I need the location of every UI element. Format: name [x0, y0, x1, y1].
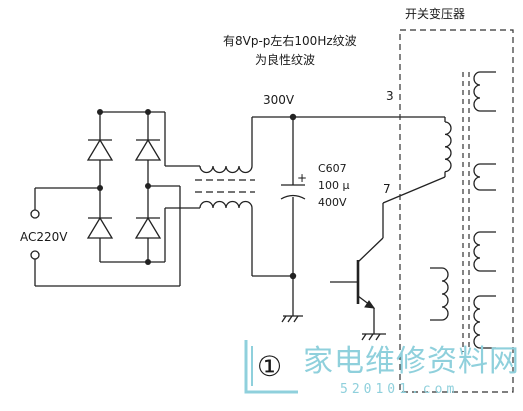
ac-terminal-upper: [30, 209, 40, 219]
secondary-winding-1: [473, 71, 496, 112]
ac-terminal-lower: [30, 250, 40, 260]
secondary-winding-4: [473, 295, 496, 349]
capacitor-ref-label: C607: [318, 162, 347, 175]
pin-3-label: 3: [386, 89, 394, 103]
capacitor-value-label: 100 µ: [318, 179, 350, 192]
junction-dot: [97, 109, 103, 115]
primary-winding: [444, 121, 452, 173]
transformer-box: [399, 29, 514, 393]
ripple-note-line2: 为良性纹波: [255, 52, 315, 67]
choke-lower-winding: [199, 200, 253, 209]
capacitor-voltage-label: 400V: [318, 196, 347, 209]
ground-hatch: [368, 333, 374, 341]
choke-upper-winding: [199, 165, 253, 174]
secondary-windings: [430, 71, 496, 349]
diode-d3-icon: [86, 216, 114, 239]
junction-dot: [145, 183, 151, 189]
watermark-text-url: 520101.com: [340, 382, 458, 397]
junction-dot: [97, 185, 103, 191]
junction-dot: [145, 109, 151, 115]
collector-wire: [357, 237, 384, 263]
ground-hatch: [293, 315, 299, 323]
watermark-text-cn: 家电维修资料网: [303, 344, 520, 379]
diode-d4-icon: [134, 216, 162, 239]
voltage-label: 300V: [263, 93, 295, 107]
watermark-logo-icon: [244, 340, 298, 394]
ground-hatch: [361, 333, 367, 341]
ground-hatch: [281, 315, 287, 323]
transformer-primary: [357, 121, 452, 263]
capacitor-plus-sign: +: [297, 171, 307, 185]
cap-plate-negative: [280, 194, 306, 200]
watermark: 家电维修资料网 520101.com: [244, 340, 520, 397]
switch-transistor: [330, 260, 386, 341]
ground-hatch: [375, 333, 381, 341]
ac-input-label: AC220V: [20, 230, 68, 244]
diode-d2-icon: [134, 138, 162, 161]
transformer-title: 开关变压器: [405, 6, 465, 21]
emitter-arrow-icon: [364, 300, 376, 309]
diode-d1-icon: [86, 138, 114, 161]
ground-hatch: [287, 315, 293, 323]
secondary-winding-3: [473, 231, 496, 272]
ripple-note-line1: 有8Vp-p左右100Hz纹波: [223, 33, 357, 48]
figure-number: ①: [257, 350, 282, 383]
junction-dot: [145, 259, 151, 265]
pin7-slant-wire: [382, 176, 446, 204]
filter-choke: [195, 165, 255, 209]
pin-7-label: 7: [383, 182, 391, 196]
feedback-winding: [430, 267, 449, 321]
secondary-winding-2: [473, 163, 496, 191]
